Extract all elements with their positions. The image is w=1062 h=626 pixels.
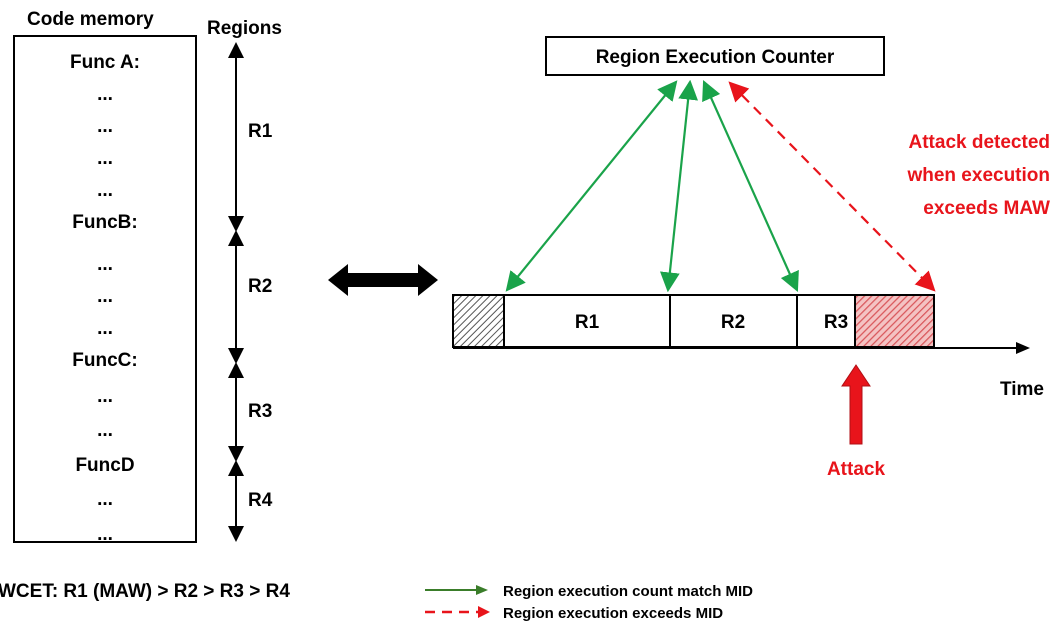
code-memory-title: Code memory — [27, 9, 154, 30]
memory-line: ... — [97, 420, 113, 441]
timeline-label-r1: R1 — [575, 312, 600, 333]
memory-line: ... — [97, 84, 113, 105]
memory-line: FuncC: — [72, 350, 137, 371]
match-arrow-r1 — [505, 80, 678, 292]
legend-exceed-label: Region execution exceeds MID — [503, 605, 723, 622]
region-label-r3: R3 — [248, 401, 272, 422]
time-axis-label: Time — [1000, 379, 1044, 400]
attack-detected-text: Attack detected when execution exceeds M… — [906, 132, 1050, 219]
code-memory-box — [13, 35, 197, 543]
memory-line: ... — [97, 148, 113, 169]
match-arrow-r2 — [660, 79, 698, 293]
memory-line: ... — [97, 386, 113, 407]
region-label-r4: R4 — [248, 490, 273, 511]
memory-line: ... — [97, 286, 113, 307]
memory-line: ... — [97, 524, 113, 545]
legend-match-arrowhead — [476, 585, 488, 595]
timeline-segment-r1 — [503, 294, 671, 348]
memory-line: FuncB: — [72, 212, 137, 233]
region-label-r2: R2 — [248, 276, 272, 297]
memory-line: ... — [97, 116, 113, 137]
code-memory-lines: Func A: ... ... ... ... FuncB: ... ... .… — [70, 52, 140, 545]
timeline-label-r2: R2 — [721, 312, 745, 333]
time-axis-arrowhead — [1016, 342, 1030, 354]
region-execution-counter-box — [545, 36, 885, 76]
match-arrows — [505, 79, 799, 293]
match-arrow-r3 — [702, 79, 799, 293]
legend-match-label: Region execution count match MID — [503, 583, 753, 600]
timeline-start-hatch — [452, 294, 505, 348]
attack-detected-line: when execution — [906, 165, 1050, 186]
memory-line: Func A: — [70, 52, 140, 73]
region-label-r1: R1 — [248, 121, 273, 142]
attack-arrow — [841, 364, 871, 445]
wcet-note: WCET: R1 (MAW) > R2 > R3 > R4 — [0, 581, 290, 602]
memory-line: FuncD — [75, 455, 134, 476]
attack-label: Attack — [827, 459, 886, 480]
memory-line: ... — [97, 489, 113, 510]
exceed-arrow — [728, 81, 936, 292]
timeline-overrun-hatch — [854, 294, 935, 348]
timeline-label-r3: R3 — [824, 312, 848, 333]
legend: Region execution count match MID Region … — [425, 583, 753, 622]
timeline-segment-r2 — [669, 294, 798, 348]
memory-line: ... — [97, 254, 113, 275]
attack-detected-line: exceeds MAW — [923, 198, 1050, 219]
mapping-double-arrow — [328, 264, 438, 296]
attack-detected-line: Attack detected — [909, 132, 1051, 153]
legend-exceed-arrowhead — [478, 606, 490, 618]
memory-line: ... — [97, 318, 113, 339]
regions-title: Regions — [207, 18, 282, 39]
region-execution-counter-label: Region Execution Counter — [596, 47, 835, 68]
memory-line: ... — [97, 180, 113, 201]
